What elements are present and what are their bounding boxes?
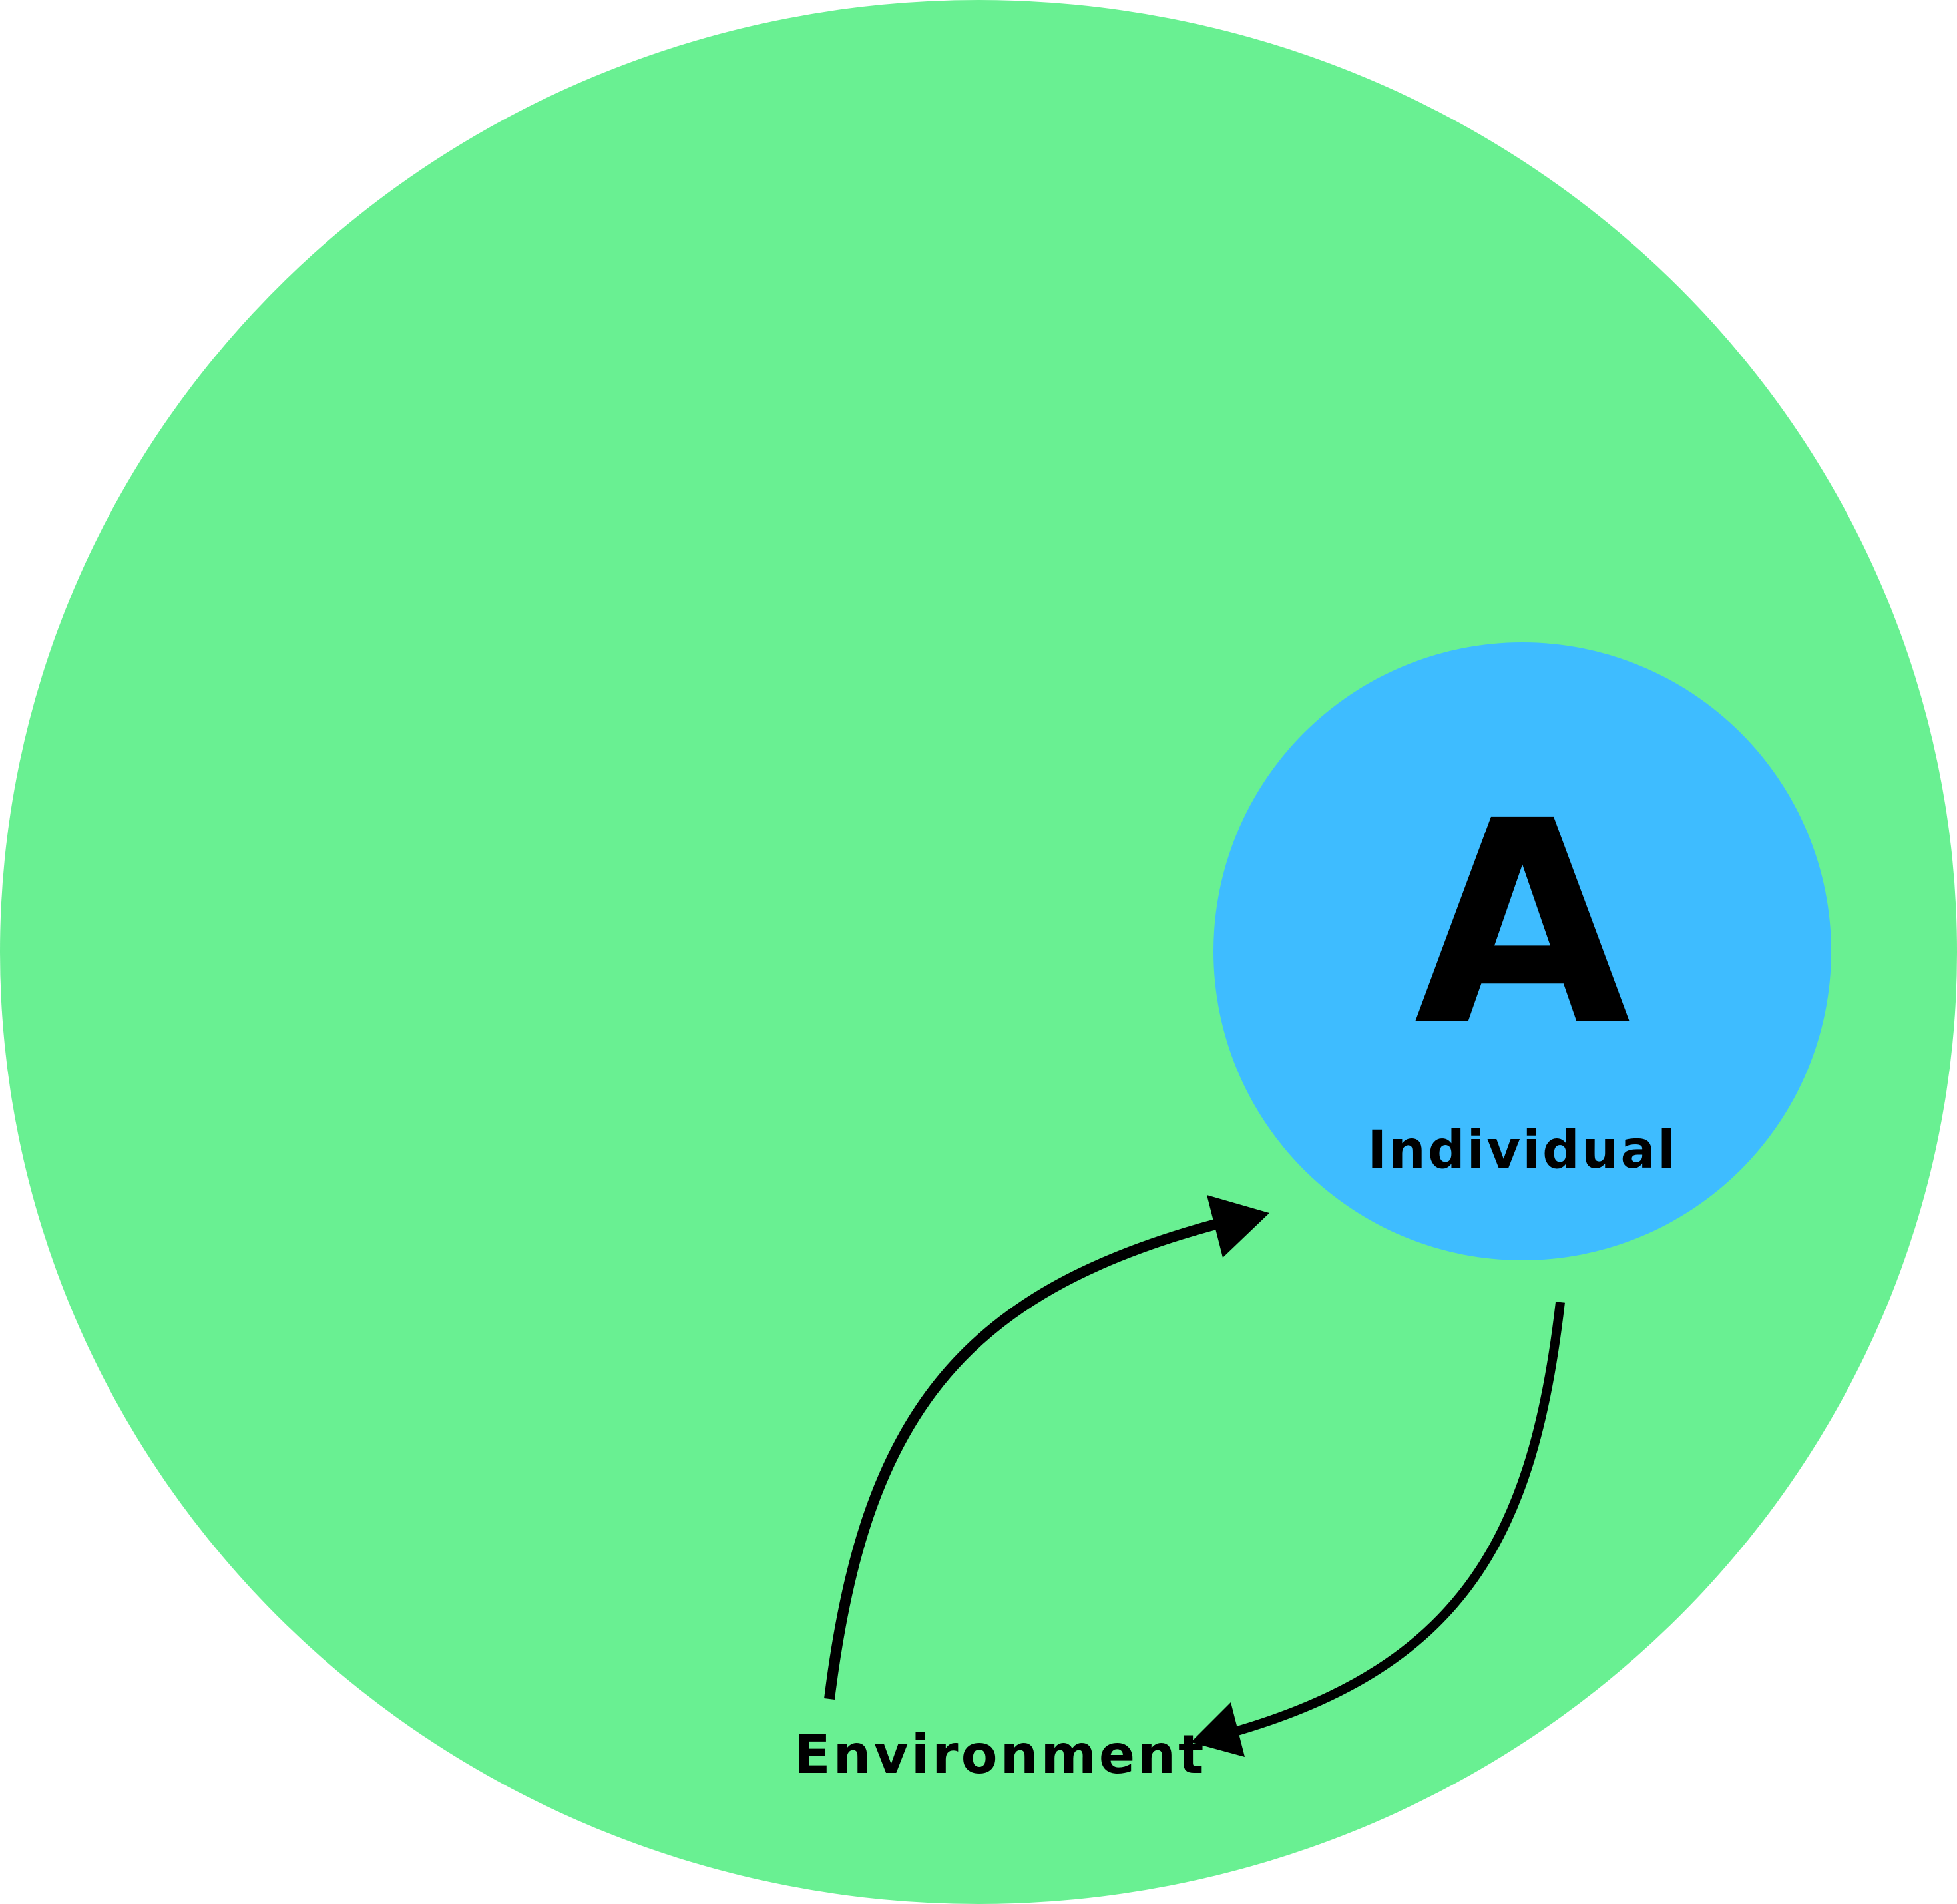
individual-circle bbox=[1213, 642, 1831, 1260]
arrow-individual-to-environment bbox=[1191, 1302, 1565, 1757]
environment-label: Environment bbox=[794, 1724, 1206, 1785]
individual-symbol: A bbox=[1414, 762, 1632, 1087]
individual-label: Individual bbox=[1367, 1120, 1677, 1180]
arrow-environment-to-individual bbox=[824, 1195, 1269, 1700]
